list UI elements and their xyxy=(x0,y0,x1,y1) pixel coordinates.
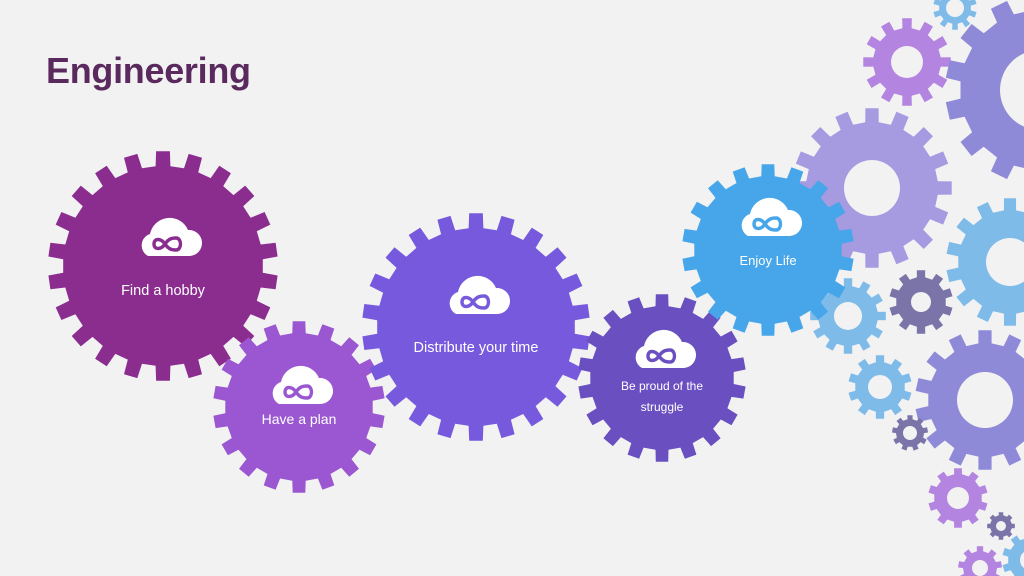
gear-shape xyxy=(682,164,854,336)
gear-shape xyxy=(213,321,385,493)
decorative-gears xyxy=(792,0,1024,576)
gear-distribute-your-time: Distribute your time xyxy=(362,213,590,441)
gear-label: Find a hobby xyxy=(121,283,206,299)
decorative-gear xyxy=(946,198,1024,326)
slide-title: Engineering xyxy=(46,50,251,91)
decorative-gear xyxy=(928,468,988,528)
decorative-gear xyxy=(892,415,928,451)
gear-enjoy-life: Enjoy Life xyxy=(682,164,854,336)
gear-be-proud-of-the-struggle: Be proud of the struggle xyxy=(578,294,746,462)
decorative-gear xyxy=(889,270,953,334)
gear-label: Distribute your time xyxy=(414,340,539,356)
decorative-gear xyxy=(933,0,977,30)
gear-shape xyxy=(578,294,746,462)
gear-have-a-plan: Have a plan xyxy=(213,321,385,493)
decorative-gear xyxy=(848,355,912,419)
decorative-gear xyxy=(915,330,1024,470)
decorative-gear xyxy=(945,0,1024,180)
decorative-gear xyxy=(987,512,1015,540)
decorative-gear xyxy=(863,18,951,106)
decorative-gear xyxy=(810,278,886,354)
gear-shape xyxy=(48,151,278,381)
decorative-gear xyxy=(958,546,1002,576)
gear-find-a-hobby: Find a hobby xyxy=(48,151,278,381)
gear-label: Enjoy Life xyxy=(739,253,796,268)
gear-label: Be proud of the xyxy=(621,379,703,393)
gear-label: Have a plan xyxy=(262,411,337,427)
gear-label-line2: struggle xyxy=(641,400,684,414)
decorative-gear xyxy=(1002,535,1024,576)
gear-shape xyxy=(362,213,590,441)
